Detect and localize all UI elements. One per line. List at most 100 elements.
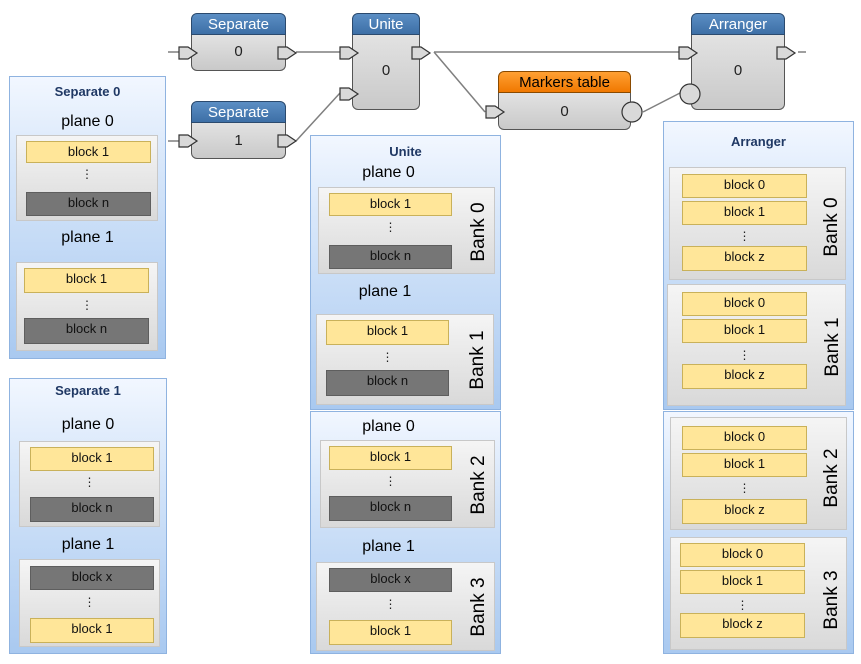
edge-separate1-unite (295, 92, 341, 142)
separate0-panel: Separate 0 plane 0 block 1 ⋮ block n pla… (9, 76, 166, 359)
node-body: 0 (352, 35, 420, 110)
input-port-icon[interactable] (178, 43, 200, 63)
block-last: block n (30, 497, 154, 522)
block-0: block 0 (682, 426, 807, 450)
ellipsis: ⋮ (381, 350, 394, 364)
node-value: 0 (234, 43, 243, 60)
bank-label: Bank 2 (821, 448, 842, 508)
block-first: block 1 (26, 141, 151, 163)
block-0: block 0 (680, 543, 805, 567)
block-first: block 1 (329, 193, 452, 216)
ellipsis: ⋮ (738, 348, 751, 362)
input-port-icon[interactable] (678, 43, 700, 63)
bank-box: block 1 ⋮ block n Bank 1 (316, 314, 494, 405)
bank-box: block 0 block 1 ⋮ block z Bank 1 (667, 284, 846, 406)
bank-label: Bank 1 (822, 317, 843, 377)
plane-box: block 1 ⋮ block n (19, 441, 160, 527)
node-title: Markers table (498, 71, 631, 93)
block-first: block 1 (30, 447, 154, 471)
circle-input-port-icon[interactable] (678, 82, 702, 106)
output-port-icon[interactable] (277, 43, 299, 63)
ellipsis: ⋮ (81, 298, 93, 312)
input-port-icon[interactable] (339, 43, 361, 63)
edge-markers-arranger (642, 92, 681, 113)
plane-label: plane 0 (61, 416, 115, 433)
unite-panel-bottom: plane 0 block 1 ⋮ block n Bank 2 plane 1… (310, 411, 501, 654)
bank-label: Bank 3 (468, 577, 489, 637)
input-port-icon[interactable] (485, 102, 507, 122)
plane-label: plane 0 (362, 418, 415, 435)
bank-label: Bank 2 (468, 455, 489, 515)
block-z: block z (682, 499, 807, 524)
ellipsis: ⋮ (384, 474, 397, 488)
block-first: block 1 (24, 268, 149, 293)
input-port-icon[interactable] (178, 131, 200, 151)
plane-box: block 1 ⋮ block n (16, 135, 158, 221)
arranger-node[interactable]: Arranger 0 (691, 13, 785, 110)
plane-box: block x ⋮ block 1 (19, 559, 160, 647)
plane-label: plane 1 (61, 229, 114, 246)
bank-label: Bank 1 (467, 330, 488, 390)
node-body: 1 (191, 123, 286, 159)
block-last: block n (24, 318, 149, 344)
block-last: block n (26, 192, 151, 216)
block-1: block 1 (680, 570, 805, 594)
bank-box: block 1 ⋮ block n Bank 2 (320, 440, 495, 528)
ellipsis: ⋮ (384, 220, 397, 234)
node-body: 0 (498, 93, 631, 130)
node-value: 0 (381, 62, 391, 79)
node-value: 1 (234, 132, 243, 149)
unite-node[interactable]: Unite 0 (352, 13, 420, 110)
plane-label: plane 1 (358, 283, 412, 300)
block-0: block 0 (682, 292, 807, 316)
separate1-panel: Separate 1 plane 0 block 1 ⋮ block n pla… (9, 378, 167, 654)
node-title: Unite (352, 13, 420, 35)
bank-box: block x ⋮ block 1 Bank 3 (316, 562, 495, 651)
edge-unite-markers (433, 51, 486, 113)
plane-box: block 1 ⋮ block n (16, 262, 158, 351)
block-last: block n (329, 245, 452, 269)
block-z: block z (682, 364, 807, 389)
panel-title: Separate 0 (54, 84, 121, 99)
block-first: block x (329, 568, 452, 592)
separate-node-1[interactable]: Separate 1 (191, 101, 286, 159)
bank-label: Bank 0 (821, 197, 842, 257)
ellipsis: ⋮ (81, 167, 93, 181)
output-port-icon[interactable] (277, 131, 299, 151)
panel-title: Separate 1 (55, 383, 121, 398)
unite-panel-top: Unite plane 0 block 1 ⋮ block n Bank 0 p… (310, 135, 501, 410)
plane-label: plane 0 (61, 113, 114, 130)
node-value: 0 (733, 62, 743, 79)
block-1: block 1 (682, 453, 807, 477)
block-0: block 0 (682, 174, 807, 198)
bank-label: Bank 3 (821, 570, 842, 630)
ellipsis: ⋮ (738, 481, 751, 495)
markers-table-node[interactable]: Markers table 0 (498, 71, 631, 130)
node-title: Separate (191, 13, 286, 35)
separate-node-0[interactable]: Separate 0 (191, 13, 286, 71)
arranger-panel-top: Arranger block 0 block 1 ⋮ block z Bank … (663, 121, 854, 410)
plane-label: plane 1 (362, 538, 415, 555)
panel-title: Arranger (731, 134, 786, 149)
bank-box: block 0 block 1 ⋮ block z Bank 3 (670, 537, 847, 650)
node-body: 0 (191, 35, 286, 71)
ellipsis: ⋮ (736, 598, 749, 612)
block-1: block 1 (682, 319, 807, 343)
input-port-icon[interactable] (339, 84, 361, 104)
plane-label: plane 0 (362, 164, 415, 181)
block-last: block n (326, 370, 449, 396)
bank-box: block 0 block 1 ⋮ block z Bank 0 (669, 167, 846, 280)
block-last: block 1 (30, 618, 154, 643)
ellipsis: ⋮ (83, 475, 96, 489)
output-port-icon[interactable] (776, 43, 798, 63)
ellipsis: ⋮ (384, 597, 397, 611)
node-value: 0 (560, 103, 569, 120)
circle-output-port-icon[interactable] (620, 100, 644, 124)
bank-box: block 0 block 1 ⋮ block z Bank 2 (670, 417, 847, 530)
block-first: block 1 (329, 446, 452, 470)
block-first: block x (30, 566, 154, 590)
bank-label: Bank 0 (468, 202, 489, 262)
block-last: block 1 (329, 620, 452, 645)
output-port-icon[interactable] (411, 43, 433, 63)
